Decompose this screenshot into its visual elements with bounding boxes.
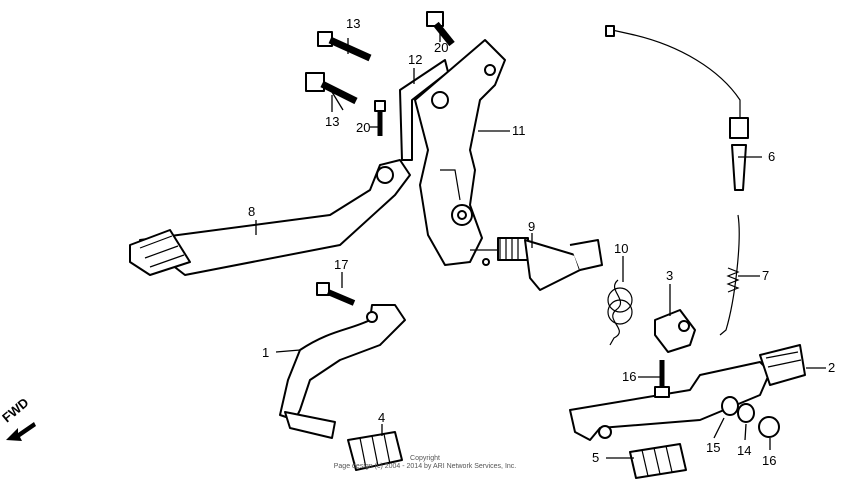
copyright-notice: Copyright Page design (c) 2004 - 2014 by… <box>300 455 550 471</box>
nut-16 <box>758 416 780 438</box>
callout-18: 17 <box>334 257 348 272</box>
callout-5: 5 <box>592 450 599 465</box>
washer-15 <box>721 396 739 416</box>
callout-1: 1 <box>262 345 269 360</box>
callout-13-bottom: 13 <box>325 114 339 129</box>
washer-14 <box>737 403 755 423</box>
callout-10: 10 <box>614 241 628 256</box>
callout-9: 9 <box>528 219 535 234</box>
bolt-13-upper <box>317 31 372 62</box>
bracket-11 <box>414 39 506 266</box>
cable-6 <box>605 25 749 191</box>
rubber-5 <box>629 443 687 479</box>
callout-13-top: 13 <box>346 16 360 31</box>
callout-19: 20 <box>356 120 370 135</box>
copyright-line-2: Page design (c) 2004 - 2014 by ARI Netwo… <box>333 463 517 470</box>
callout-17: 16 <box>622 369 636 384</box>
bolt-17 <box>654 360 670 398</box>
plate-12 <box>399 59 449 161</box>
lever-1 <box>279 304 406 439</box>
forward-arrow-icon <box>6 422 36 441</box>
callout-4: 4 <box>378 410 385 425</box>
callout-2: 2 <box>828 360 835 375</box>
shaft-9 <box>470 237 603 291</box>
callout-12: 12 <box>408 52 422 67</box>
shift-pedal-2 <box>569 344 806 441</box>
callout-16: 16 <box>762 453 776 468</box>
bolt-20 <box>426 11 455 47</box>
bolt-13-lower <box>305 72 358 105</box>
brake-pedal-8 <box>129 159 411 276</box>
callout-6: 6 <box>768 149 775 164</box>
spring-10 <box>607 279 633 346</box>
bolt-19 <box>374 100 386 136</box>
callout-3: 3 <box>666 268 673 283</box>
callout-15: 15 <box>706 440 720 455</box>
callout-11: 11 <box>512 123 526 138</box>
callout-8: 8 <box>248 204 255 219</box>
rod-7 <box>719 214 740 336</box>
copyright-line-1: Copyright <box>410 455 440 462</box>
bolt-18 <box>316 282 356 306</box>
callout-7: 7 <box>762 268 769 283</box>
switch-3 <box>654 309 696 353</box>
callout-20: 20 <box>434 40 448 55</box>
rubber-4 <box>347 431 403 471</box>
callout-14: 14 <box>737 443 751 458</box>
